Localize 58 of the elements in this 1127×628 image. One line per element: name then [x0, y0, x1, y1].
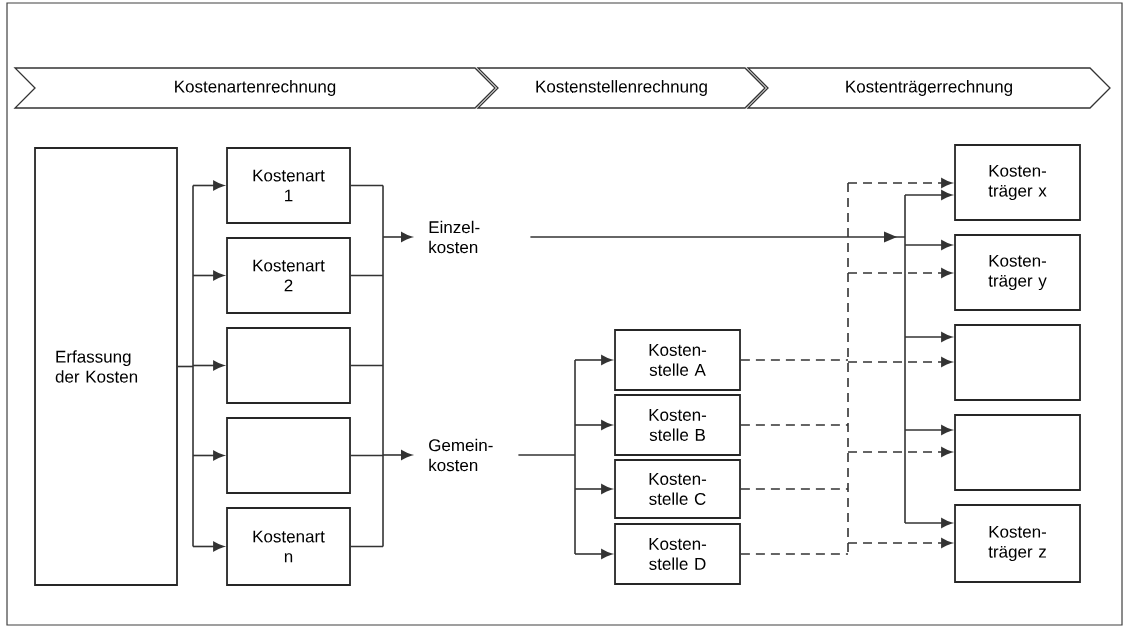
process-box: Erfassung der Kosten: [34, 147, 178, 586]
cost-label: Einzel- kosten: [429, 220, 480, 254]
arrow: [192, 270, 224, 281]
connector: [350, 545, 384, 548]
arrow: [904, 240, 952, 250]
connector: [350, 454, 384, 457]
empty-box: [954, 414, 1081, 491]
dashed-connector: [847, 182, 849, 555]
process-box: Kostenart 2: [226, 237, 351, 314]
arrow: [382, 232, 412, 242]
process-box: Kosten- stelle C: [614, 459, 741, 519]
process-box: Kosten- stelle A: [614, 329, 741, 391]
empty-box: [226, 417, 351, 494]
connector: [517, 454, 576, 456]
arrow: [574, 484, 612, 494]
arrow: [192, 541, 224, 552]
cost-label: Gemein- kosten: [429, 438, 493, 472]
connector: [382, 184, 384, 548]
connector: [177, 365, 194, 368]
connector: [904, 194, 906, 524]
connector: [350, 184, 384, 187]
arrow: [847, 538, 952, 548]
phase-banner: Kostenstellenrechnung: [476, 67, 766, 109]
arrow: [904, 425, 952, 435]
process-box: Kostenart 1: [226, 147, 351, 224]
arrow: [529, 231, 906, 243]
empty-box: [226, 327, 351, 404]
arrow: [847, 268, 952, 278]
arrow: [574, 420, 612, 430]
phase-banner: Kostenträgerrechnung: [746, 67, 1111, 109]
empty-box: [954, 324, 1081, 401]
connector: [350, 274, 384, 277]
arrow: [192, 180, 224, 191]
dashed-connector: [740, 488, 849, 490]
process-box: Kosten- stelle B: [614, 394, 741, 456]
dashed-connector: [740, 553, 849, 555]
arrow: [382, 450, 412, 460]
process-box: Kosten- träger z: [954, 504, 1081, 583]
arrow: [904, 332, 952, 342]
connector: [350, 364, 384, 367]
process-box: Kostenart n: [226, 507, 351, 586]
dashed-connector: [740, 359, 849, 361]
arrow: [574, 549, 612, 559]
process-box: Kosten- träger x: [954, 144, 1081, 221]
process-box: Kosten- träger y: [954, 234, 1081, 311]
arrow: [847, 178, 952, 188]
arrow: [904, 518, 952, 528]
process-box: Kosten- stelle D: [614, 523, 741, 585]
connector: [574, 359, 576, 555]
dashed-connector: [740, 424, 849, 426]
arrow: [192, 360, 224, 371]
arrow: [847, 357, 952, 367]
phase-banner: Kostenartenrechnung: [13, 67, 496, 109]
arrow: [904, 190, 952, 200]
arrow: [574, 355, 612, 365]
arrow: [192, 450, 224, 461]
arrow: [847, 447, 952, 457]
connector: [192, 184, 194, 548]
